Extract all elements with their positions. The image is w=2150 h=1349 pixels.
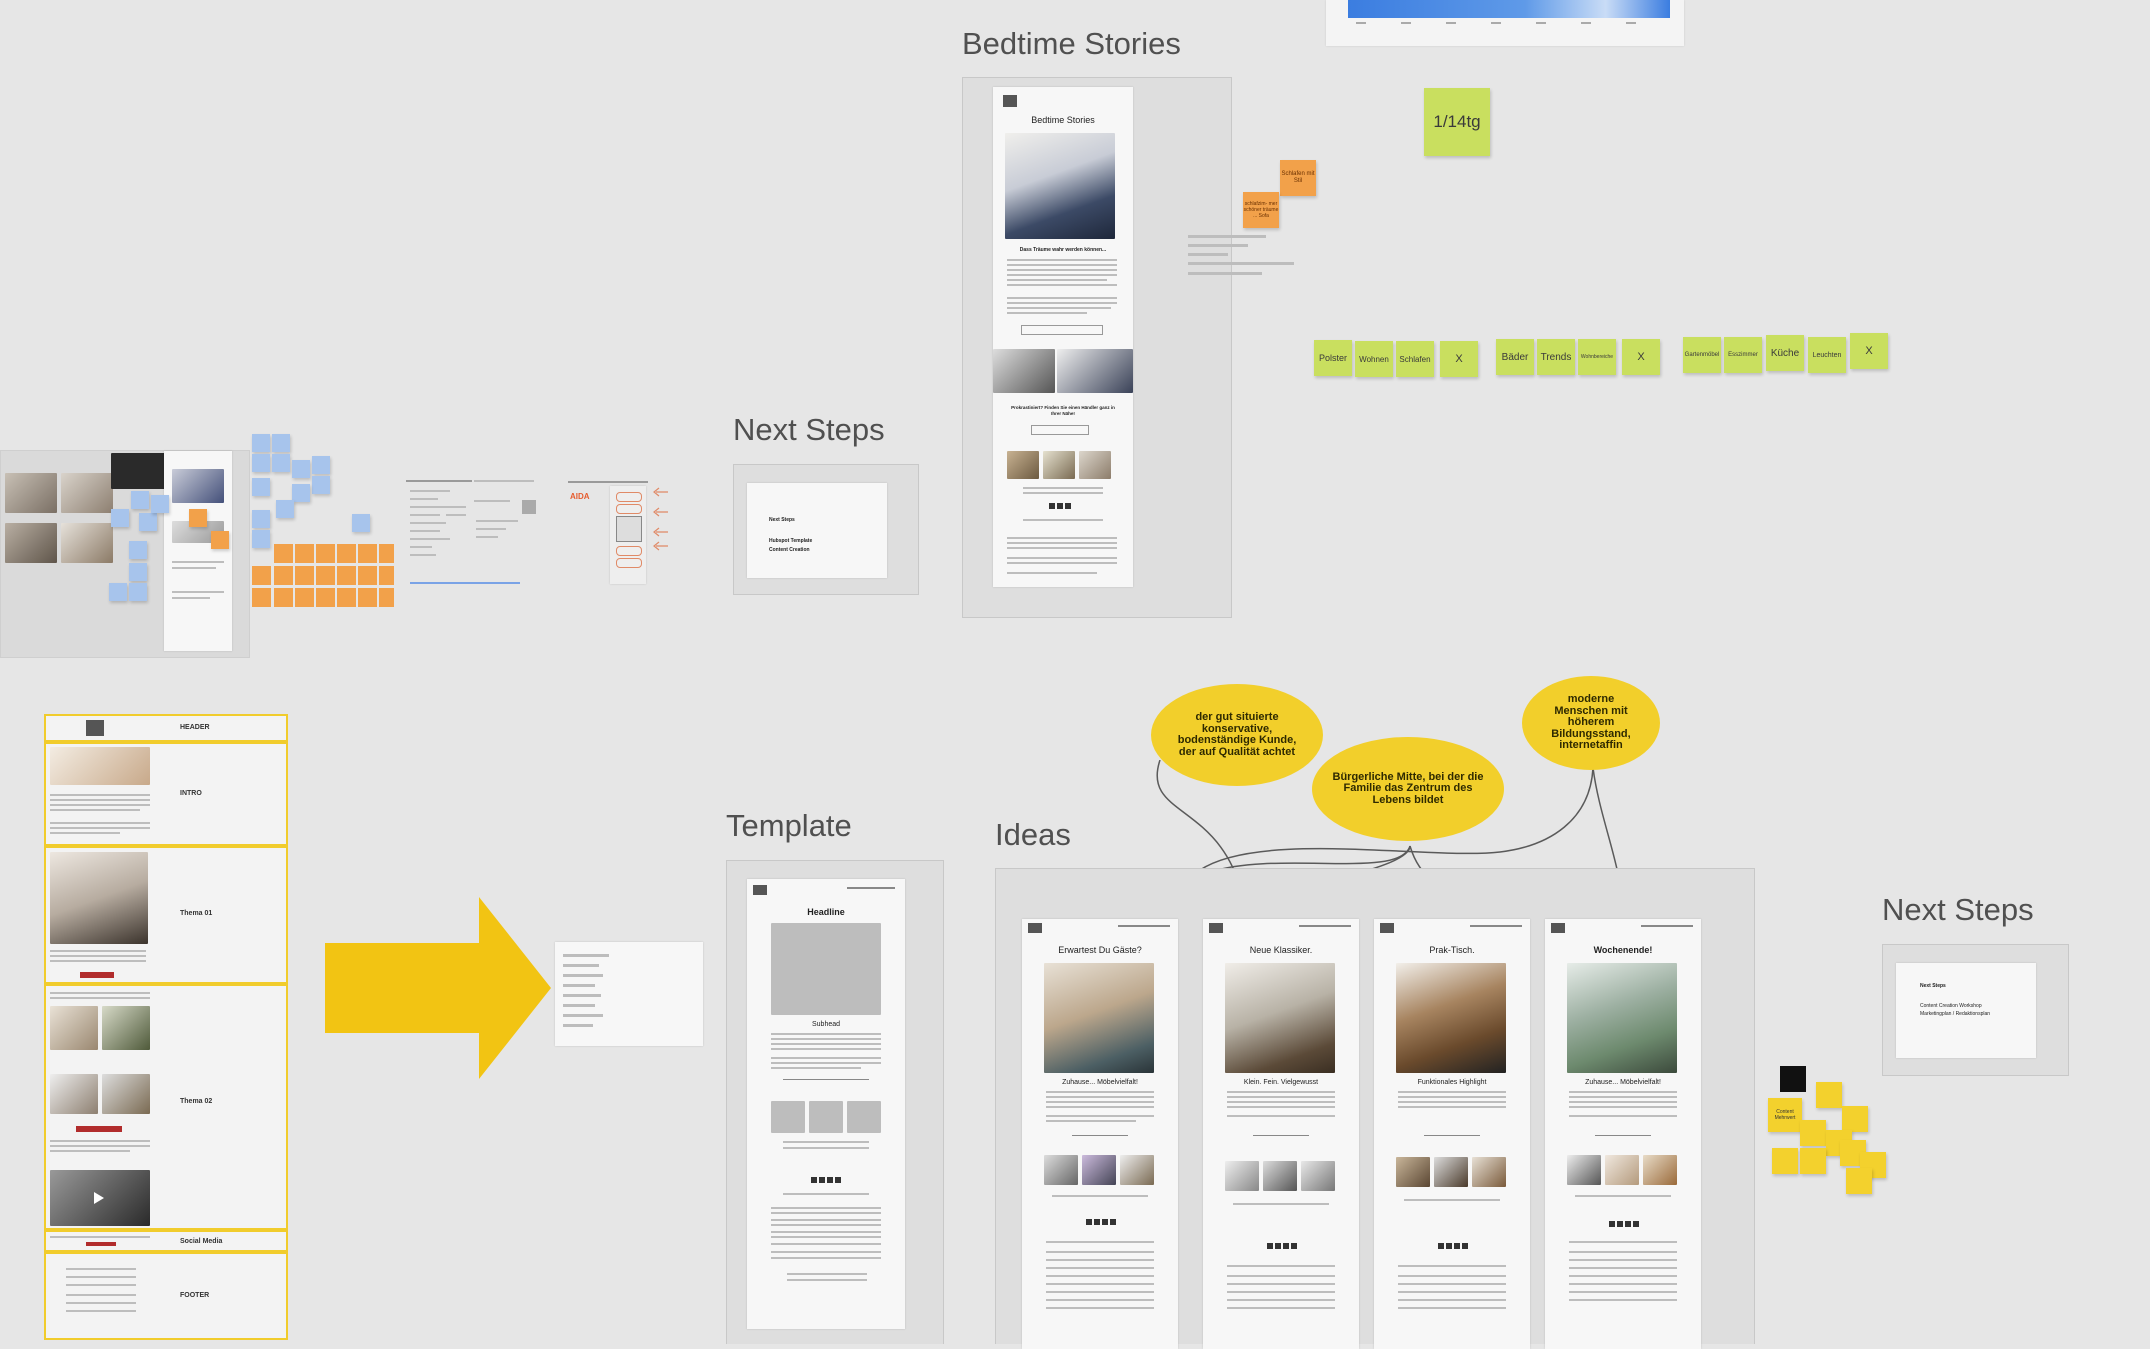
bedtime-stories-frame[interactable]: Bedtime Stories Dass Träume wahr werden … xyxy=(962,77,1232,618)
moodboard-photo xyxy=(61,523,113,563)
persona-oval-conservative[interactable]: der gut situierte konservative, bodenstä… xyxy=(1151,684,1323,786)
idea-email-4: Wochenende! Zuhause... Möbelvielfalt! xyxy=(1545,919,1701,1349)
sticky-note-leuchten[interactable]: Leuchten xyxy=(1808,337,1846,373)
email-layout-structure[interactable]: HEADER INTRO Thema 01 Thema 02 xyxy=(44,714,288,1340)
sticky-note-x[interactable]: X xyxy=(1850,333,1888,369)
sticky-note-wohnen[interactable]: Wohnen xyxy=(1355,341,1393,377)
layout-row-footer: FOOTER xyxy=(44,1252,288,1340)
sticky-note-esszimmer[interactable]: Esszimmer xyxy=(1724,337,1762,373)
layout-row-thema-02: Thema 02 xyxy=(44,984,288,1230)
layout-row-thema-01: Thema 01 xyxy=(44,846,288,984)
sticky-note-x[interactable]: X xyxy=(1440,341,1478,377)
play-icon xyxy=(94,1192,104,1204)
moodboard-frame[interactable] xyxy=(0,450,250,658)
sticky-note-orange[interactable]: Schlafen mit Stil xyxy=(1280,160,1316,196)
orange-sticky-grid xyxy=(252,544,394,610)
moodboard-photo xyxy=(5,523,57,563)
arrow-right-icon xyxy=(325,897,551,1079)
frame-title-next-steps-2: Next Steps xyxy=(1882,892,2034,927)
idea-email-3: Prak-Tisch. Funktionales Highlight xyxy=(1374,919,1530,1349)
sticky-note-x[interactable]: X xyxy=(1622,339,1660,375)
ideas-frame[interactable]: Erwartest Du Gäste? Zuhause... Möbelviel… xyxy=(995,868,1755,1349)
layout-row-social-media: Social Media xyxy=(44,1230,288,1252)
frame-title-bedtime-stories: Bedtime Stories xyxy=(962,26,1181,61)
sticky-note-orange[interactable]: schlafzim- mer schöner träume ... Sofa xyxy=(1243,192,1279,228)
template-frame[interactable]: Headline Subhead xyxy=(726,860,944,1344)
black-sticky xyxy=(1780,1066,1806,1092)
idea-email-2: Neue Klassiker. Klein. Fein. Vielgewusst xyxy=(1203,919,1359,1349)
sticky-note-schlafen[interactable]: Schlafen xyxy=(1396,341,1434,377)
sticky-note-gartenmoebel[interactable]: Gartenmöbel xyxy=(1683,337,1721,373)
frame-title-ideas: Ideas xyxy=(995,817,1071,852)
sticky-note-kueche[interactable]: Küche xyxy=(1766,335,1804,371)
sticky-note-polster[interactable]: Polster xyxy=(1314,340,1352,376)
frame-title-template: Template xyxy=(726,808,852,843)
next-steps-frame[interactable]: Next Steps Hubspot Template Content Crea… xyxy=(733,464,919,595)
frame-title-next-steps: Next Steps xyxy=(733,412,885,447)
persona-oval-modern[interactable]: moderne Menschen mit höherem Bildungssta… xyxy=(1522,676,1660,770)
brand-logo xyxy=(1003,95,1017,107)
mini-email-preview xyxy=(164,451,232,651)
persona-oval-middle-class[interactable]: Bürgerliche Mitte, bei der die Familie d… xyxy=(1312,737,1504,841)
template-email: Headline Subhead xyxy=(747,879,905,1329)
bedtime-email: Bedtime Stories Dass Träume wahr werden … xyxy=(993,87,1133,587)
moodboard-photo xyxy=(5,473,57,513)
heatmap-chart xyxy=(1348,0,1670,24)
email-hero-bedroom xyxy=(1005,133,1115,239)
layout-row-header: HEADER xyxy=(44,714,288,742)
idea-email-1: Erwartest Du Gäste? Zuhause... Möbelviel… xyxy=(1022,919,1178,1349)
sticky-note-wohnbereiche[interactable]: Wohnbereiche xyxy=(1578,339,1616,375)
next-steps-doc-2: Next Steps Content Creation Workshop Mar… xyxy=(1896,963,2036,1058)
image-placeholder xyxy=(771,923,881,1015)
layout-row-intro: INTRO xyxy=(44,742,288,846)
moodboard-photo xyxy=(111,453,169,489)
sticky-note-content[interactable]: Content Mehrwert xyxy=(1768,1098,1802,1132)
heatmap-card[interactable] xyxy=(1326,0,1684,46)
sticky-note-baeder[interactable]: Bäder xyxy=(1496,339,1534,375)
sticky-note-trends[interactable]: Trends xyxy=(1537,339,1575,375)
next-steps-frame-2[interactable]: Next Steps Content Creation Workshop Mar… xyxy=(1882,944,2069,1076)
sticky-note-date[interactable]: 1/14tg xyxy=(1424,88,1490,156)
text-document xyxy=(555,942,703,1046)
next-steps-doc: Next Steps Hubspot Template Content Crea… xyxy=(747,483,887,578)
moodboard-photo xyxy=(61,473,113,513)
